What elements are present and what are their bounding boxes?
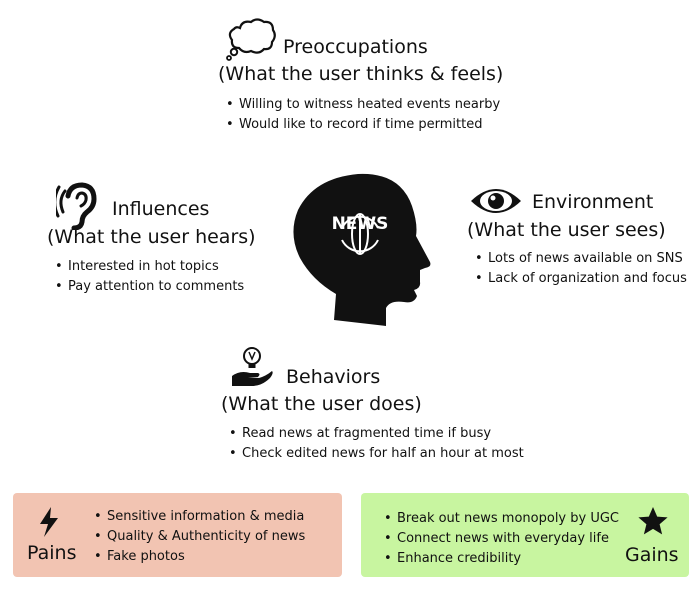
gains-box: Break out news monopoly by UGC Connect n… <box>361 493 689 577</box>
head-silhouette-icon: NEWS <box>286 170 436 328</box>
star-icon <box>637 506 669 536</box>
behaviors-title: Behaviors <box>286 366 381 388</box>
pains-box: Pains Sensitive information & media Qual… <box>13 493 342 577</box>
influences-section: Influences (What the user hears) Interes… <box>47 198 256 297</box>
lightbulb-hand-icon <box>230 346 274 388</box>
influences-list: Interested in hot topics Pay attention t… <box>52 257 256 297</box>
pains-label: Pains <box>27 542 77 564</box>
eye-icon <box>469 185 523 217</box>
influences-subtitle: (What the user hears) <box>47 226 256 248</box>
list-item: Willing to witness heated events nearby <box>226 95 503 115</box>
preoccupations-section: Preoccupations (What the user thinks & f… <box>218 36 503 135</box>
gains-list: Break out news monopoly by UGC Connect n… <box>384 509 619 569</box>
influences-title: Influences <box>112 198 210 220</box>
behaviors-subtitle: (What the user does) <box>221 393 422 415</box>
list-item: Connect news with everyday life <box>384 529 619 549</box>
list-item: Lots of news available on SNS <box>475 249 687 269</box>
list-item: Interested in hot topics <box>55 257 256 277</box>
preoccupations-list: Willing to witness heated events nearby … <box>223 95 503 135</box>
pains-list: Sensitive information & media Quality & … <box>94 507 305 567</box>
preoccupations-title: Preoccupations <box>283 36 428 58</box>
ear-icon <box>53 182 100 231</box>
list-item: Break out news monopoly by UGC <box>384 509 619 529</box>
list-item: Would like to record if time permitted <box>226 115 503 135</box>
list-item: Sensitive information & media <box>94 507 305 527</box>
environment-list: Lots of news available on SNS Lack of or… <box>472 249 687 289</box>
environment-section: Environment (What the user sees) Lots of… <box>467 191 687 289</box>
list-item: Quality & Authenticity of news <box>94 527 305 547</box>
behaviors-list: Read news at fragmented time if busy Che… <box>226 424 524 464</box>
list-item: Lack of organization and focus <box>475 269 687 289</box>
news-label: NEWS <box>331 214 389 234</box>
list-item: Enhance credibility <box>384 549 619 569</box>
gains-label: Gains <box>625 544 679 566</box>
list-item: Check edited news for half an hour at mo… <box>229 444 524 464</box>
list-item: Pay attention to comments <box>55 277 256 297</box>
preoccupations-subtitle: (What the user thinks & feels) <box>218 63 504 85</box>
thought-bubble-icon <box>224 16 278 62</box>
behaviors-section: Behaviors (What the user does) Read news… <box>221 366 524 464</box>
list-item: Read news at fragmented time if busy <box>229 424 524 444</box>
lightning-icon <box>38 507 60 537</box>
environment-title: Environment <box>532 191 654 213</box>
list-item: Fake photos <box>94 547 305 567</box>
environment-subtitle: (What the user sees) <box>467 219 666 241</box>
